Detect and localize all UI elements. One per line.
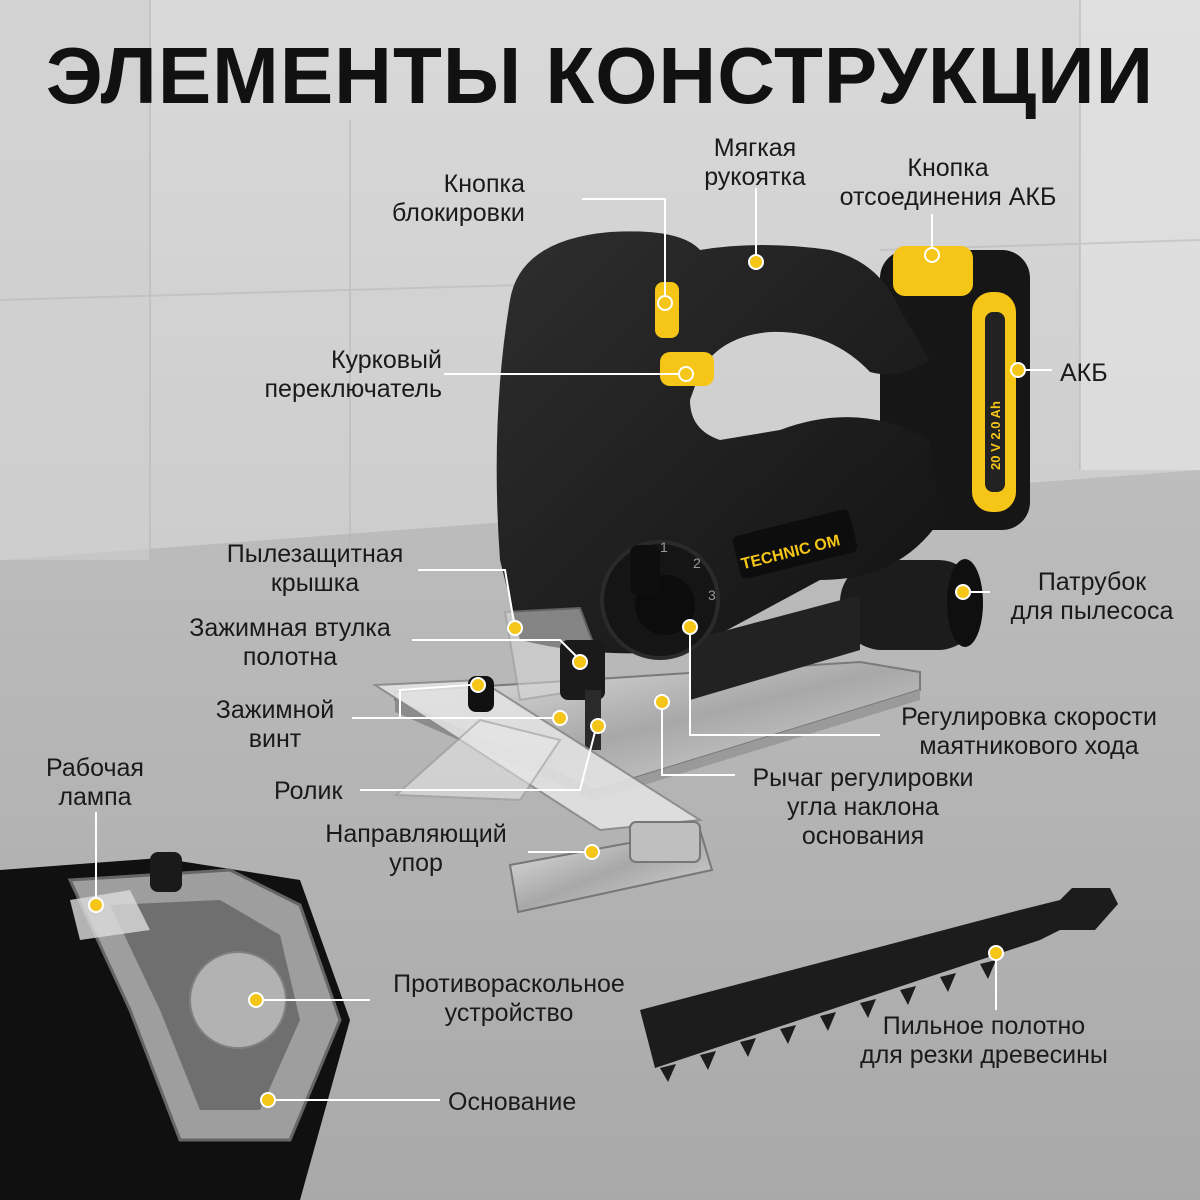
label-roller-line-1: Ролик (274, 777, 343, 805)
label-blade-line-2: для резки древесины (860, 1041, 1108, 1069)
label-work-lamp-line-1: Рабочая (46, 754, 144, 782)
label-lock-button-line-2: блокировки (392, 199, 525, 227)
label-blade-clamp-line-1: Зажимная втулка (189, 614, 391, 642)
label-work-lamp-line-2: лампа (58, 783, 132, 811)
label-dust-cover-line-1: Пылезащитная (226, 540, 404, 568)
label-bevel-lever-line-2: угла наклона (787, 793, 939, 821)
label-clamp-screw-line-1: Зажимной (215, 696, 335, 724)
label-blade-clamp-line-2: полотна (242, 643, 338, 671)
label-battery-release-line-2: отсоединения АКБ (839, 183, 1057, 211)
mode-number-3: 3 (708, 587, 716, 603)
label-trigger-line-1: Курковый (330, 346, 442, 374)
label-vacuum-port-line-2: для пылесоса (1010, 597, 1174, 625)
label-vacuum-port-line-1: Патрубок (1037, 568, 1147, 596)
label-anti-splinter-line-1: Противораскольное (393, 970, 625, 998)
label-roller: Ролик (274, 777, 342, 806)
label-base: Основание (448, 1088, 576, 1117)
label-clamp-screw-line-2: винт (248, 725, 302, 753)
label-bevel-lever-line-1: Рычаг регулировки (752, 764, 974, 792)
label-pendulum-line-2: маятникового хода (919, 732, 1139, 760)
page-title: ЭЛЕМЕНТЫ КОНСТРУКЦИИ (45, 31, 1155, 120)
label-soft-grip-line-2: рукоятка (704, 163, 806, 191)
label-battery-release-line-1: Кнопка (907, 154, 989, 182)
label-base-line-1: Основание (448, 1088, 577, 1116)
label-guide-line-1: Направляющий (325, 820, 507, 848)
label-trigger-line-2: переключатель (264, 375, 443, 403)
label-battery: АКБ (1060, 359, 1108, 388)
label-dust-cover-line-2: крышка (270, 569, 360, 597)
label-battery-line-1: АКБ (1060, 359, 1108, 387)
label-pendulum-line-1: Регулировка скорости (901, 703, 1157, 731)
label-bevel-lever-line-3: основания (801, 822, 925, 850)
label-anti-splinter-line-2: устройство (444, 999, 574, 1027)
mode-number-2: 2 (693, 555, 701, 571)
battery-text: 20 V 2.0 Ah (988, 401, 1003, 470)
label-guide-line-2: упор (389, 849, 443, 877)
label-lock-button-line-1: Кнопка (443, 170, 525, 198)
mode-number-1: 1 (660, 539, 668, 555)
label-blade-line-1: Пильное полотно (882, 1012, 1086, 1040)
label-soft-grip-line-1: Мягкая (713, 134, 797, 162)
brand-text: TECHNIC OM (739, 532, 841, 573)
